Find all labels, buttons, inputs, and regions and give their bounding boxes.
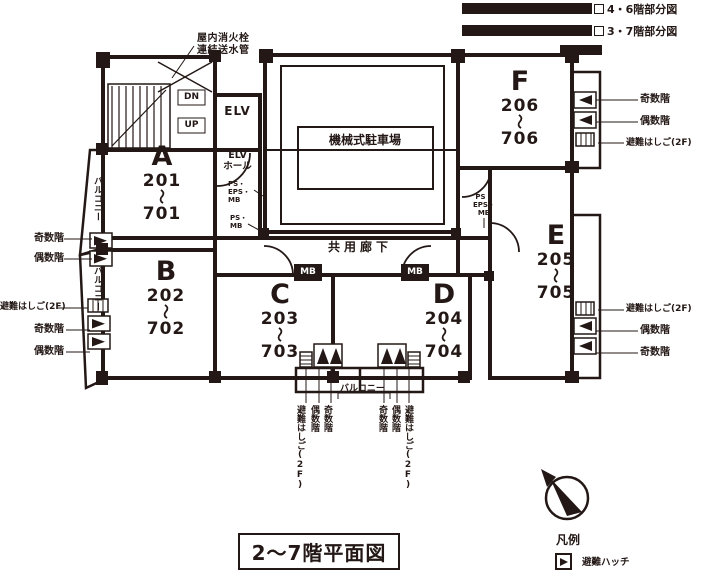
unit-c-to: 703: [260, 342, 300, 362]
unit-c-tilde: 〜: [270, 326, 289, 342]
stair-up-tag: UP: [184, 120, 199, 130]
left-upper-odd-floor-label: 奇数階: [34, 233, 64, 244]
escape-hatch-icons-left-lower: [87, 298, 111, 350]
right-lower-even-floor-label: 偶数階: [640, 325, 670, 336]
escape-hatch-icons-right-upper: [573, 91, 597, 147]
unit-e: E 205 〜 705: [528, 222, 584, 302]
drawing-title: 2〜7階平面図: [251, 541, 387, 565]
white-square-icon: [594, 4, 604, 14]
unit-a-from: 201: [142, 171, 182, 191]
unit-c: C 203 〜 703: [252, 281, 308, 361]
hatch-legend-icon: [555, 553, 572, 570]
partial-plan-ref-2-label: 3・7階部分図: [607, 25, 678, 38]
drawing-title-box: 2〜7階平面図: [238, 533, 400, 570]
right-upper-even-floor-label: 偶数階: [640, 116, 670, 127]
legend-hatch-label: 避難ハッチ: [582, 557, 630, 568]
unit-b-letter: B: [155, 256, 177, 287]
unit-b: B 202 〜 702: [138, 258, 194, 338]
unit-a-tilde: 〜: [152, 188, 171, 204]
fire-hydrant-note: 屋内消火栓 連結送水管: [197, 33, 250, 56]
unit-e-letter: E: [546, 220, 566, 251]
unit-e-from: 205: [536, 250, 576, 270]
left-upper-even-floor-label: 偶数階: [34, 253, 64, 264]
cross-brace-icon: [157, 61, 213, 93]
left-lower-odd-floor-label: 奇数階: [34, 324, 64, 335]
unit-c-from: 203: [260, 309, 300, 329]
mb-line: MB: [228, 196, 241, 205]
white-square-icon: [594, 26, 604, 36]
legend-heading: 凡例: [556, 533, 581, 547]
partial-plan-ref-1-label: 4・6階部分図: [607, 3, 678, 16]
unit-d: D 204 〜 704: [416, 281, 472, 361]
left-lower-ladder-label: 避難はしご(2F): [0, 302, 66, 312]
leader-lines: [58, 45, 638, 403]
left-lower-even-floor-label: 偶数階: [34, 346, 64, 357]
top-wall-bars: [462, 3, 602, 55]
unit-b-from: 202: [146, 286, 186, 306]
stair-down-tag: DN: [183, 92, 199, 102]
bottom-right-odd-floor-label: 奇数階: [377, 405, 387, 432]
wall-columns: [96, 49, 579, 385]
unit-e-to: 705: [536, 283, 576, 303]
ps-eps-mb-label-left: PS・ EPS・ MB: [228, 180, 250, 204]
escape-hatch-icons-bottom: [299, 343, 421, 368]
right-upper-ladder-label: 避難はしご(2F): [626, 138, 692, 148]
unit-a-letter: A: [151, 141, 173, 172]
north-arrow-icon: [541, 469, 590, 521]
ps-eps-mb-label-right: PS・ EPS・ MB: [470, 193, 498, 217]
right-lower-odd-floor-label: 奇数階: [640, 347, 670, 358]
unit-c-letter: C: [270, 279, 290, 310]
bottom-right-even-floor-label: 偶数階: [390, 405, 400, 432]
mb-box-label-right: MB: [407, 267, 423, 277]
mb-line: MB: [230, 222, 243, 231]
unit-a-to: 701: [142, 204, 182, 224]
ps-line: PS・: [230, 214, 248, 222]
unit-d-from: 204: [424, 309, 464, 329]
eps-line: EPS・: [473, 201, 495, 210]
unit-e-tilde: 〜: [546, 267, 565, 283]
elevator-hall-line1: ELV: [228, 150, 247, 161]
ps-line: PS・: [228, 180, 246, 188]
mb-boxes: [294, 264, 429, 281]
unit-d-tilde: 〜: [434, 326, 453, 342]
stair-direction-tags: [177, 89, 206, 134]
right-upper-odd-floor-label: 奇数階: [640, 94, 670, 105]
corridor-label: 共用廊下: [327, 240, 392, 254]
elevator-hall-label: ELV ホール: [213, 150, 262, 173]
right-lower-ladder-label: 避難はしご(2F): [626, 304, 692, 314]
parking-label: 機械式駐車場: [328, 133, 401, 147]
unit-b-tilde: 〜: [156, 303, 175, 319]
mb-box-label-left: MB: [300, 267, 316, 277]
mb-line: MB: [477, 209, 491, 218]
unit-f-from: 206: [500, 96, 540, 116]
unit-d-letter: D: [432, 279, 456, 310]
unit-f-letter: F: [510, 66, 530, 97]
escape-hatch-icons-right-lower: [573, 301, 597, 355]
fire-hydrant-note-line2: 連結送水管: [197, 44, 250, 56]
bottom-left-ladder-label: 避難はしご(2F): [295, 405, 305, 490]
elevator-shaft-label: ELV: [224, 104, 251, 118]
ps-line: PS・: [475, 193, 493, 201]
parking-structure-lines: [266, 65, 457, 225]
unit-f: F 206 〜 706: [492, 68, 548, 148]
unit-d-to: 704: [424, 342, 464, 362]
unit-a: A 201 〜 701: [134, 143, 190, 223]
bottom-balcony-label: バルコニー: [340, 384, 385, 394]
bottom-left-odd-floor-label: 奇数階: [322, 405, 332, 432]
bottom-right-ladder-label: 避難はしご(2F): [403, 405, 413, 490]
elevator-hall-line2: ホール: [223, 160, 252, 172]
unit-b-to: 702: [146, 319, 186, 339]
unit-f-tilde: 〜: [510, 113, 529, 129]
partial-plan-ref-1: 4・6階部分図: [594, 1, 677, 17]
left-lower-balcony-label: バルコニー: [92, 266, 102, 311]
fire-hydrant-note-line1: 屋内消火栓: [197, 33, 250, 44]
bottom-left-even-floor-label: 偶数階: [309, 405, 319, 432]
partial-plan-ref-2: 3・7階部分図: [594, 23, 677, 39]
unit-f-to: 706: [500, 129, 540, 149]
ps-mb-label: PS・ MB: [230, 214, 247, 230]
eps-line: EPS・: [228, 188, 250, 197]
stair-treads: [107, 83, 171, 149]
left-upper-balcony-label: バルコニー: [92, 176, 102, 221]
